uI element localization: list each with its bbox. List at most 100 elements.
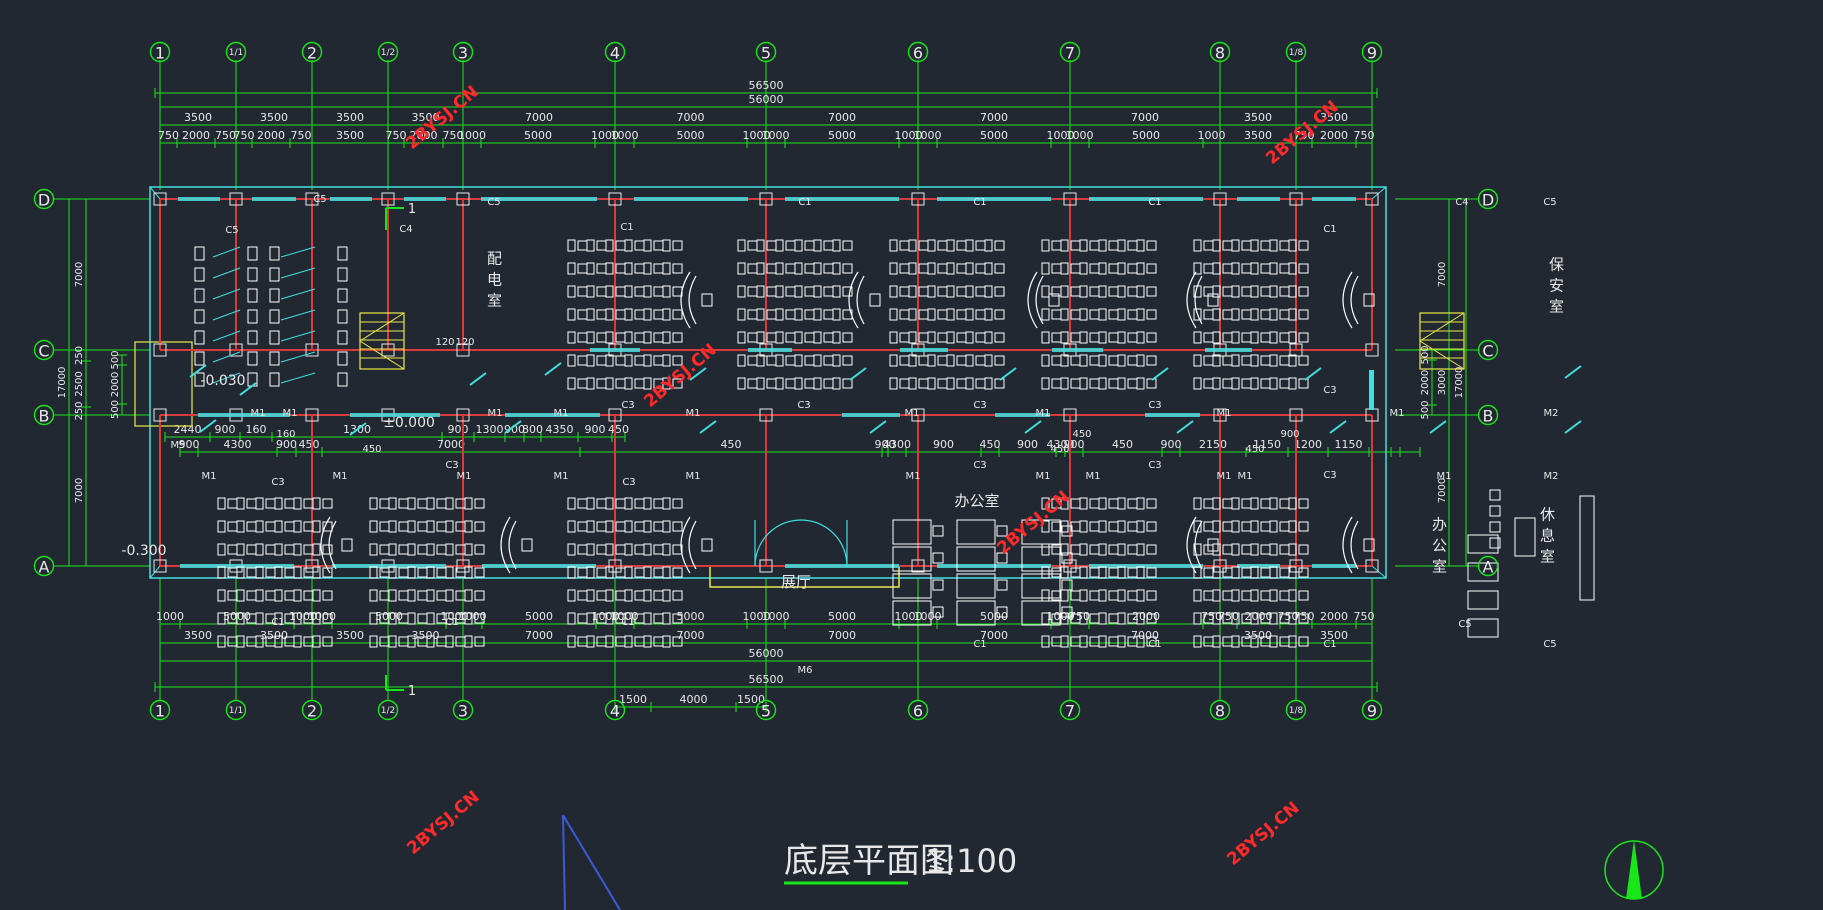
desk [1117,543,1126,556]
axis-bubble [755,699,777,721]
desk [464,520,473,533]
desk [672,355,683,366]
desk [1060,566,1069,579]
desk [1193,262,1202,275]
desk [1269,239,1278,252]
desk [577,567,588,578]
dim-text: 450 [980,438,1001,451]
desk [1051,309,1062,320]
desk [284,567,295,578]
toilet-fixture [247,330,258,345]
office-desk [956,600,996,626]
desk [1260,332,1271,343]
dim-text: 17000 [57,367,68,399]
lectern-arc [1186,516,1197,574]
desk [1222,355,1233,366]
desk [1117,331,1126,344]
desk [956,286,967,297]
lectern-arc [1035,275,1044,325]
desk [605,331,614,344]
door-swing-tick [849,367,867,381]
desk [1060,635,1069,648]
desk [217,612,226,625]
desk [662,308,671,321]
dim-text: 3500 [260,629,288,642]
axis-bubble [1477,188,1499,210]
column [153,343,167,357]
desk [1212,308,1221,321]
column [1365,343,1379,357]
desk [1098,520,1107,533]
desk [445,612,454,625]
desk [1098,262,1107,275]
desk [586,354,595,367]
desk [1269,262,1278,275]
desk [596,240,607,251]
desk [1127,544,1138,555]
axis-bubble [33,404,55,426]
desk [1212,285,1221,298]
desk [785,378,796,389]
desk [1231,589,1240,602]
door-tag: M2 [1544,408,1559,419]
desk [596,332,607,343]
desk [1279,309,1290,320]
desk [605,589,614,602]
toilet-fixture [194,351,205,366]
desk [265,590,276,601]
desk [1231,566,1240,579]
dim-text: 750 [1294,129,1315,142]
desk [785,332,796,343]
desk [322,498,333,509]
desk [1136,239,1145,252]
desk [899,355,910,366]
desk [1203,636,1214,647]
desk [662,262,671,275]
elevation-toilet: -0.030 [200,373,245,389]
dim-text: 5000 [828,610,856,623]
toilet-fixture [269,330,280,345]
desk [1250,566,1259,579]
desk [1298,498,1309,509]
lectern-arc [848,271,859,329]
dim-text: 1000 [914,129,942,142]
desk [1203,332,1214,343]
desk [1136,635,1145,648]
desk [965,285,974,298]
desk [596,636,607,647]
desk [1193,239,1202,252]
window [634,197,748,201]
window-tag: C1 [798,197,811,208]
desk [1060,612,1069,625]
dim-text: 7000 [525,629,553,642]
axis-label: 6 [913,702,923,721]
toilet-fixture [337,330,348,345]
minor-dim: 450 [362,444,381,455]
desk [1146,286,1157,297]
desk [1298,263,1309,274]
desk [1231,543,1240,556]
desk [577,240,588,251]
desk [217,566,226,579]
desk [605,354,614,367]
desk [1250,262,1259,275]
desk [1222,521,1233,532]
desk [775,285,784,298]
desk [436,498,447,509]
desk [994,355,1005,366]
desk [274,612,283,625]
desk [1288,239,1297,252]
desk [794,354,803,367]
desk [975,378,986,389]
desk [946,262,955,275]
dim-text: 1000 [762,610,790,623]
desk [605,635,614,648]
desk [643,589,652,602]
window [590,348,640,352]
walls [134,186,1387,691]
desk [1279,498,1290,509]
desk [312,543,321,556]
desk [388,543,397,556]
column [456,408,470,422]
desk [1117,612,1126,625]
